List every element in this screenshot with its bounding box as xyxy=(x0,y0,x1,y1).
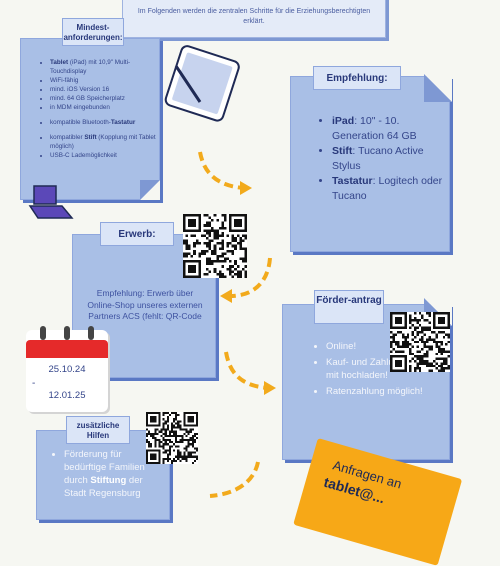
req-item: mind. iOS Version 16 xyxy=(50,85,156,94)
req-item: mind. 64 GB Speicherplatz xyxy=(50,94,156,103)
funding-item: Online! xyxy=(326,340,444,353)
calendar-ring-icon xyxy=(40,326,46,340)
funding-item: Kauf- und Zahlungsbeleg mit hochladen! xyxy=(326,356,444,382)
calendar-ring-icon xyxy=(88,326,94,340)
extra-help-qr-code xyxy=(146,412,198,464)
extra-help-title: zusätzliche Hilfen xyxy=(66,416,130,444)
laptop-illustration-icon xyxy=(28,185,74,219)
req-item: in MDM eingebunden xyxy=(50,103,156,112)
rec-item: Stift: Tucano Active Stylus xyxy=(332,144,444,174)
purchase-title: Erwerb: xyxy=(100,222,174,246)
requirements-fold xyxy=(140,180,160,200)
arrow-to-funding-icon xyxy=(224,351,276,395)
requirements-title: Mindest-anforderungen: xyxy=(62,18,124,46)
calendar-ring-icon xyxy=(64,326,70,340)
funding-list: Online! Kauf- und Zahlungsbeleg mit hoch… xyxy=(312,340,444,398)
calendar-to: 12.01.25 xyxy=(48,390,86,401)
req-item: WiFi-fähig xyxy=(50,76,156,85)
recommendation-fold xyxy=(424,74,452,102)
funding-item: Ratenzahlung möglich! xyxy=(326,385,444,398)
recommendation-list: iPad: 10" - 10. Generation 64 GB Stift: … xyxy=(318,114,444,204)
funding-qr-code xyxy=(390,312,450,372)
extra-help-item: Förderung für bedürftige Familien durch … xyxy=(64,448,164,500)
calendar-from: 25.10.24 xyxy=(48,364,86,375)
arrow-to-extra-help-icon xyxy=(209,461,260,498)
purchase-text: Empfehlung: Erwerb über Online-Shop unse… xyxy=(87,288,203,321)
req-item: kompatibler Stift (Kopplung mit Tablet m… xyxy=(50,133,156,151)
arrow-to-purchase-icon xyxy=(220,257,272,303)
requirements-card xyxy=(20,38,160,200)
tablet-illustration-icon xyxy=(164,45,240,122)
calendar-widget: 25.10.24 - 12.01.25 xyxy=(26,326,110,412)
calendar-header xyxy=(26,340,108,358)
purchase-qr-code xyxy=(183,214,247,278)
calendar-dash: - xyxy=(32,378,36,389)
requirements-list: Tablet (iPad) mit 10,9" Multi-Touchdispl… xyxy=(36,58,156,160)
req-item: Tablet (iPad) mit 10,9" Multi-Touchdispl… xyxy=(50,58,156,76)
arrow-to-recommendation-icon xyxy=(198,151,252,195)
intro-box: Im Folgenden werden die zentralen Schrit… xyxy=(122,0,386,38)
req-item: USB-C Lademöglichkeit xyxy=(50,151,156,160)
intro-text: Im Folgenden werden die zentralen Schrit… xyxy=(137,8,371,25)
recommendation-card xyxy=(290,76,450,252)
rec-item: iPad: 10" - 10. Generation 64 GB xyxy=(332,114,444,144)
extra-help-text: Förderung für bedürftige Familien durch … xyxy=(50,448,164,500)
req-item: kompatible Bluetooth-Tastatur xyxy=(50,118,156,127)
funding-title: Förder-antrag xyxy=(314,290,384,324)
rec-item: Tastatur: Logitech oder Tucano xyxy=(332,174,444,204)
recommendation-title: Empfehlung: xyxy=(313,66,401,90)
